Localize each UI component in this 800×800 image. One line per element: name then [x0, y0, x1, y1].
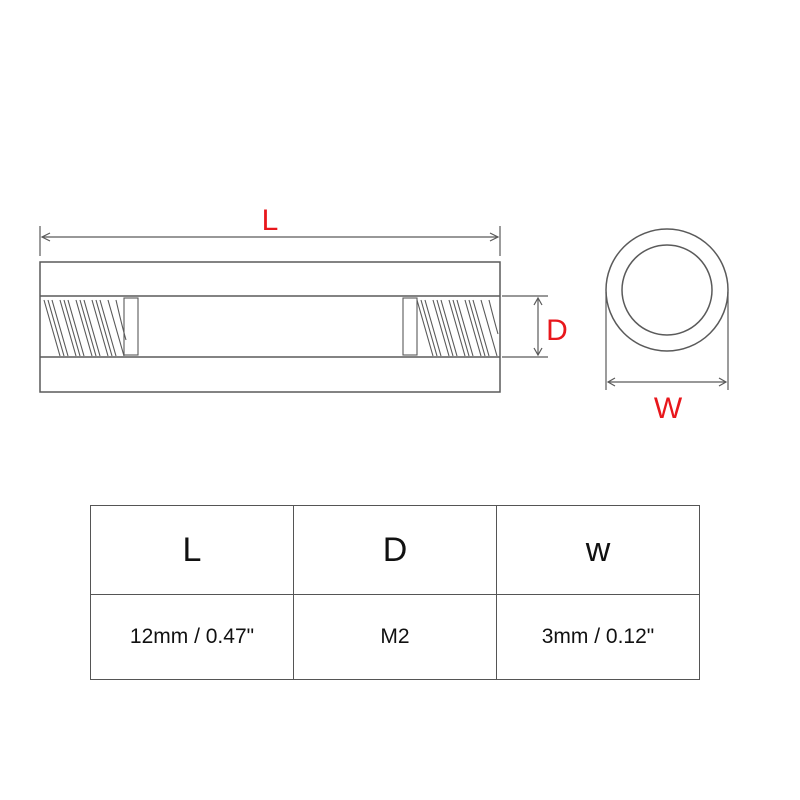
spec-value-row: 12mm / 0.47" M2 3mm / 0.12" [90, 594, 700, 680]
value-width: 3mm / 0.12" [496, 594, 700, 680]
spec-header-row: L D w [90, 505, 700, 595]
spacer-end-view [605, 228, 729, 352]
length-label: L [262, 204, 279, 237]
header-diameter: D [293, 505, 497, 595]
value-length: 12mm / 0.47" [90, 594, 294, 680]
right-thread [402, 297, 499, 357]
diameter-dimension [502, 295, 548, 358]
width-dimension [605, 292, 729, 390]
spec-table: L D w 12mm / 0.47" M2 3mm / 0.12" [90, 505, 700, 680]
value-diameter: M2 [293, 594, 497, 680]
spacer-side-view [39, 261, 501, 393]
header-width: w [496, 505, 700, 595]
header-length: L [90, 505, 294, 595]
width-label: W [654, 392, 683, 425]
length-dimension [39, 226, 501, 256]
diameter-label: D [546, 314, 568, 347]
left-thread [43, 297, 139, 357]
